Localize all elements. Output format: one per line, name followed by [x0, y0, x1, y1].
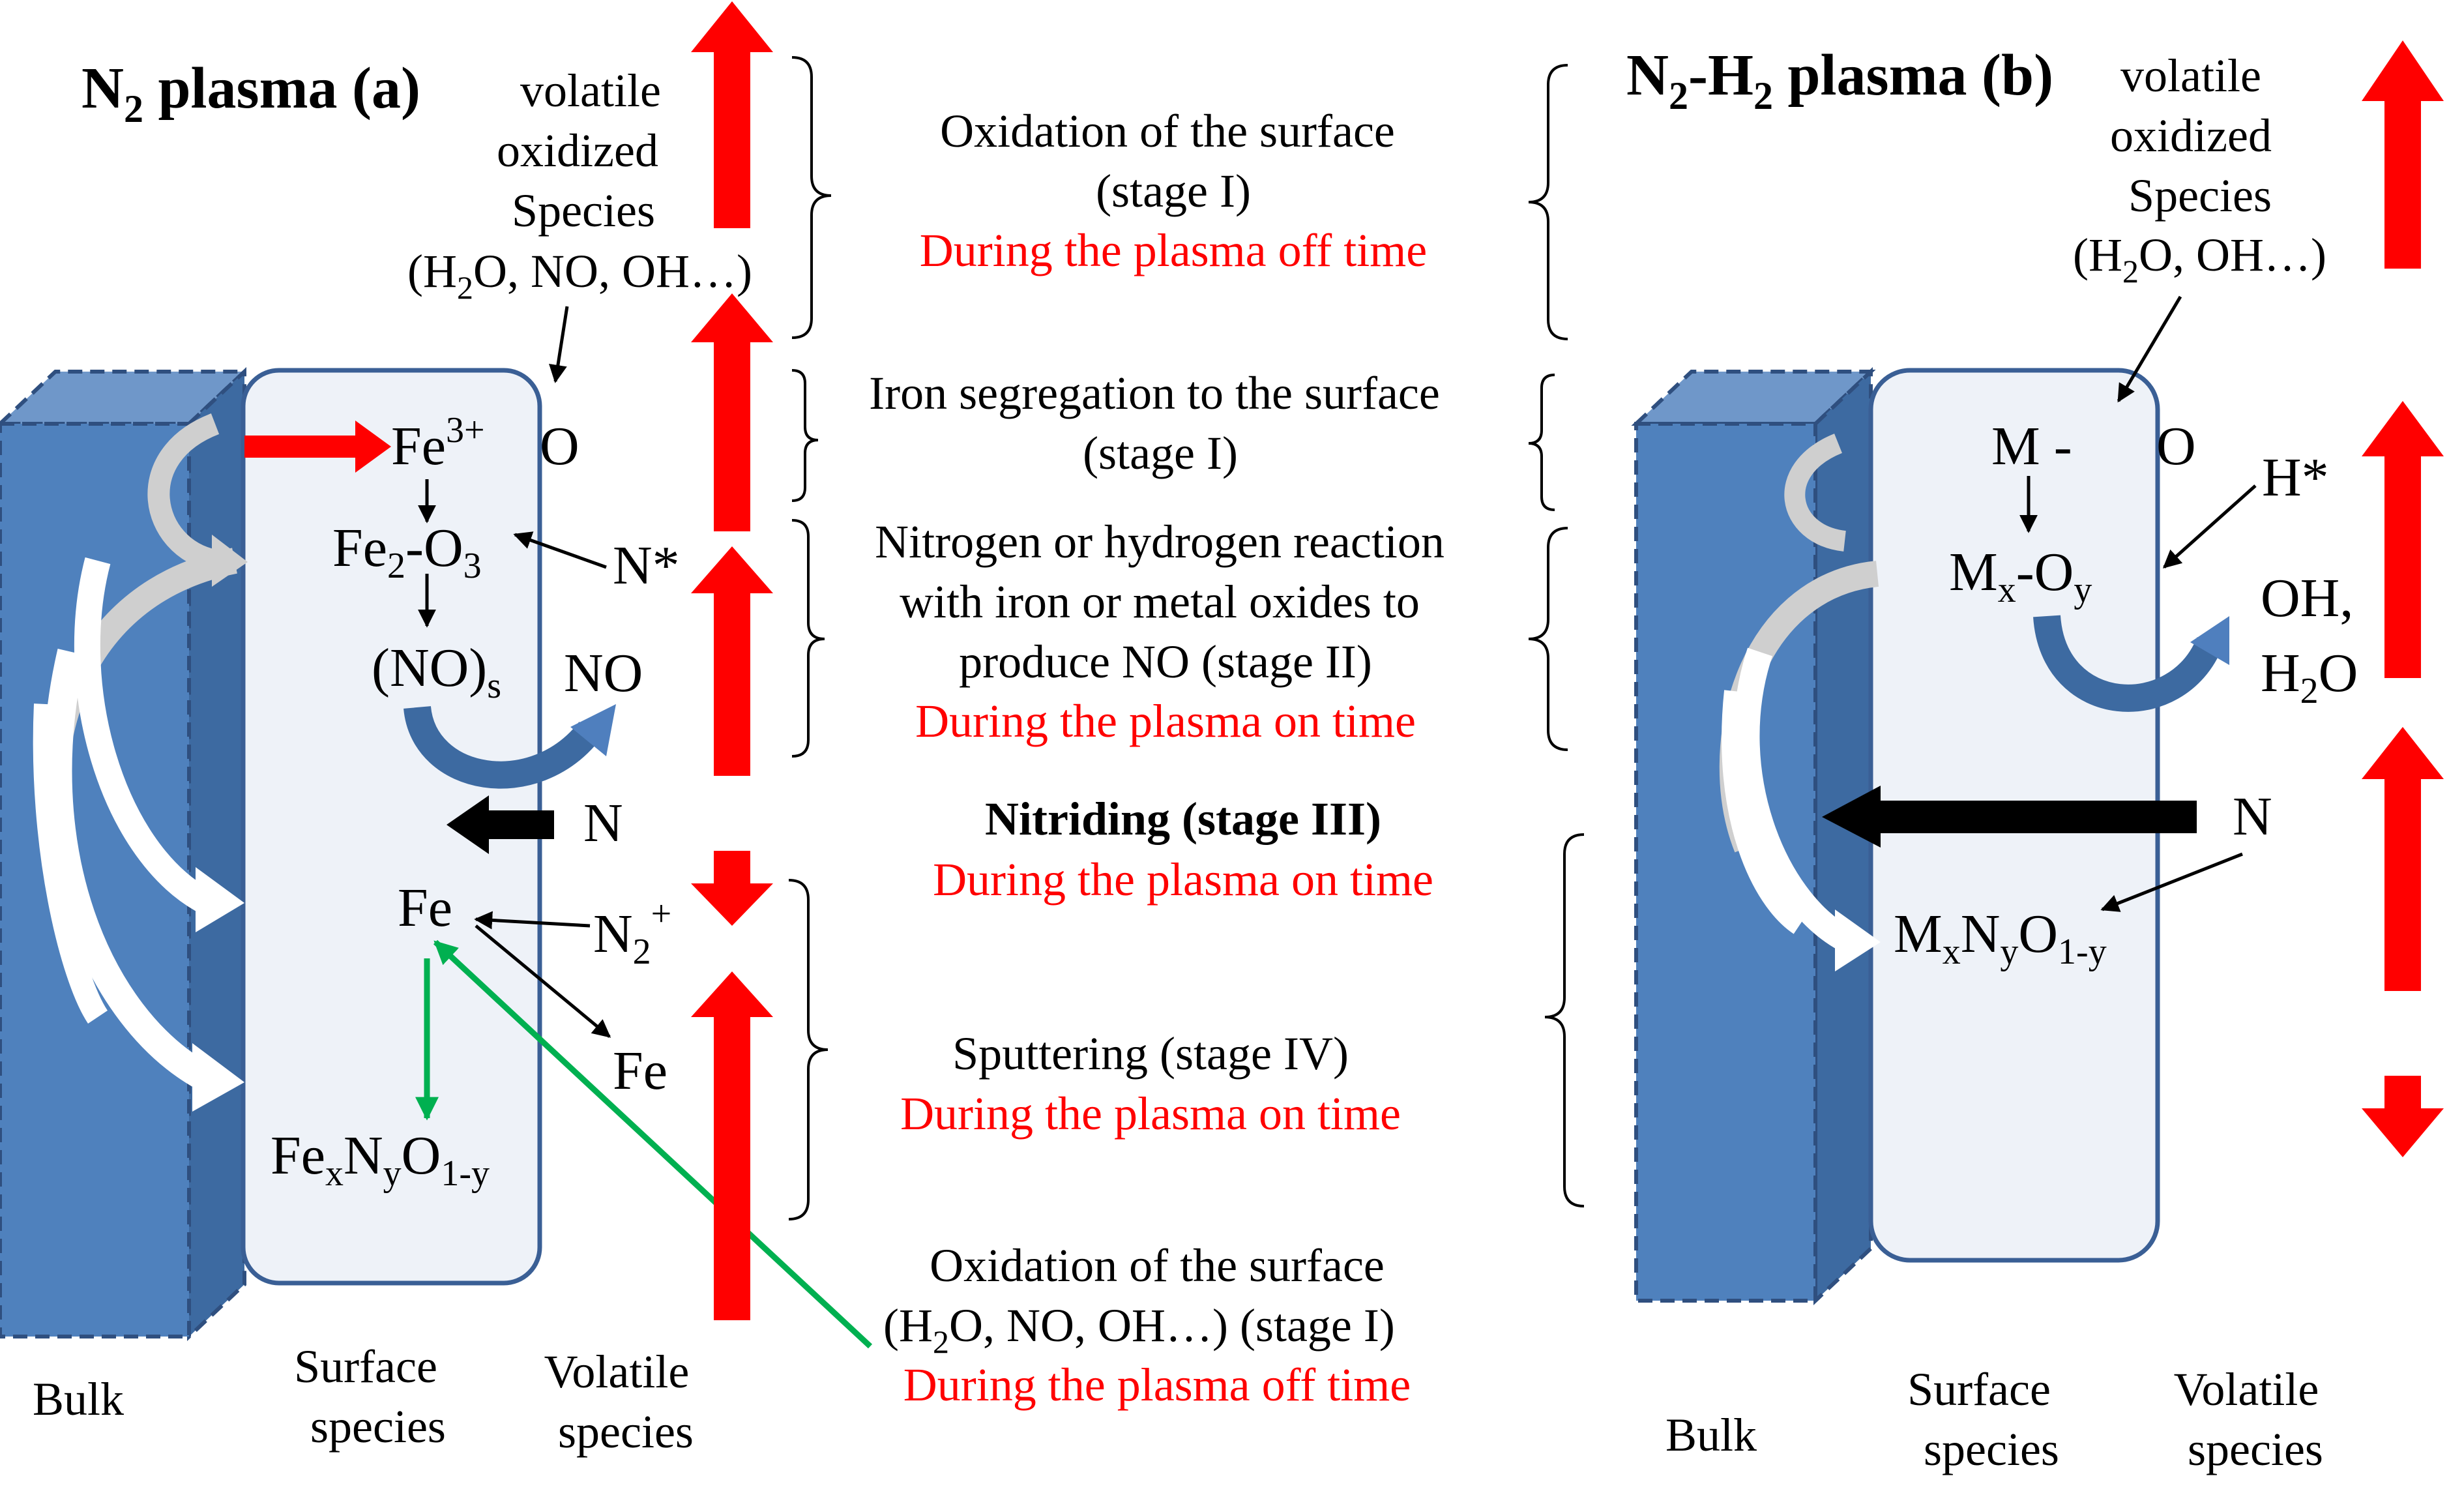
stage-oxidation-1: Oxidation of the surface (stage I) [940, 105, 1407, 217]
volatile-species-list-a: (H2O, NO, OH…) [407, 245, 752, 306]
mxnyo-label: MxNyO1-y [1894, 904, 2107, 972]
reaction-arrows-a [418, 306, 611, 1038]
stage-descriptions: Oxidation of the surface (stage I) Durin… [869, 105, 1456, 1411]
nstar-label: N* [613, 535, 680, 596]
fe-surface-label: Fe [398, 878, 452, 938]
bulk-block-a [0, 367, 250, 1341]
reaction-arrows-b [2019, 295, 2257, 912]
braces-b [1528, 64, 1585, 1207]
bulk-label-b: Bulk [1665, 1409, 1757, 1461]
stage-nitriding: Nitriding (stage III) [985, 793, 1381, 845]
fe-volatile-label: Fe [613, 1041, 667, 1101]
volatile-species-label-b: Volatile species [2174, 1363, 2331, 1475]
panel-a: N2 plasma (a) volatile [0, 1, 873, 1458]
no-surface-label: (NO)s [372, 638, 501, 706]
volatile-species-label-a: Volatile species [544, 1346, 701, 1458]
oxygen-label-b: O [2156, 416, 2196, 477]
panel-a-title: N2 plasma (a) [81, 56, 420, 130]
stage-oxidation-2-species: (H2O, NO, OH…) (stage I) [883, 1299, 1395, 1360]
volatile-species-list-b: (H2O, OH…) [2073, 229, 2326, 289]
stage-sputtering: Sputtering (stage IV) [952, 1028, 1349, 1080]
mxoy-label: Mx-Oy [1949, 542, 2092, 610]
bulk-label-a: Bulk [33, 1373, 124, 1425]
volatile-label-a: volatile oxidized Species [497, 65, 673, 237]
panel-b: N2-H2 plasma (b) volatile oxidized Speci… [1528, 40, 2444, 1475]
volatile-label-b: volatile oxidized Species [2110, 50, 2283, 222]
bulk-diffusion-arrows-a [33, 413, 248, 1112]
n-label-b: N [2233, 786, 2272, 847]
stage-oxidation-2-time: During the plasma off time [903, 1359, 1411, 1411]
fexnyo-label: FexNyO1-y [271, 1125, 490, 1194]
bulk-diffusion-arrows-b [1719, 434, 1881, 971]
hstar-label: H* [2262, 447, 2329, 508]
red-stage-arrows-a [691, 1, 773, 1320]
stage-oxidation-2: Oxidation of the surface [930, 1239, 1385, 1292]
nitriding-arrow-a [447, 795, 554, 854]
red-arrow-segregation [244, 421, 391, 473]
stage-sputtering-time: During the plasma on time [900, 1087, 1401, 1140]
green-arrows-a [415, 939, 873, 1349]
no-volatile-label: NO [564, 643, 643, 703]
nitriding-arrow-b [1822, 786, 2197, 848]
red-stage-arrows-b [2362, 40, 2444, 1157]
fe2o3-label: Fe2-O3 [332, 518, 482, 586]
surface-species-label-b: Surface species [1907, 1363, 2062, 1475]
panel-b-title: N2-H2 plasma (b) [1626, 43, 2053, 117]
stage-nitrogen-reaction: Nitrogen or hydrogen reaction with iron … [875, 516, 1456, 688]
m-label: M - [1991, 416, 2072, 477]
oxygen-label-a: O [540, 416, 579, 477]
n-label-a: N [583, 793, 623, 853]
braces-a [788, 56, 832, 1220]
desorption-curl-a [403, 704, 616, 789]
stage-oxidation-1-time: During the plasma off time [920, 224, 1428, 276]
desorption-curl-b [2033, 614, 2229, 712]
oh-label: OH, [2261, 568, 2353, 628]
h2o-label: H2O [2261, 643, 2358, 711]
surface-species-label-a: Surface species [294, 1340, 449, 1453]
stage-nitrogen-time: During the plasma on time [915, 695, 1416, 747]
stage-nitriding-time: During the plasma on time [933, 853, 1433, 906]
n2plus-label: N2+ [593, 894, 671, 972]
fe3-label: Fe3+ [391, 410, 485, 477]
stage-iron-segregation: Iron segregation to the surface (stage I… [869, 367, 1452, 479]
